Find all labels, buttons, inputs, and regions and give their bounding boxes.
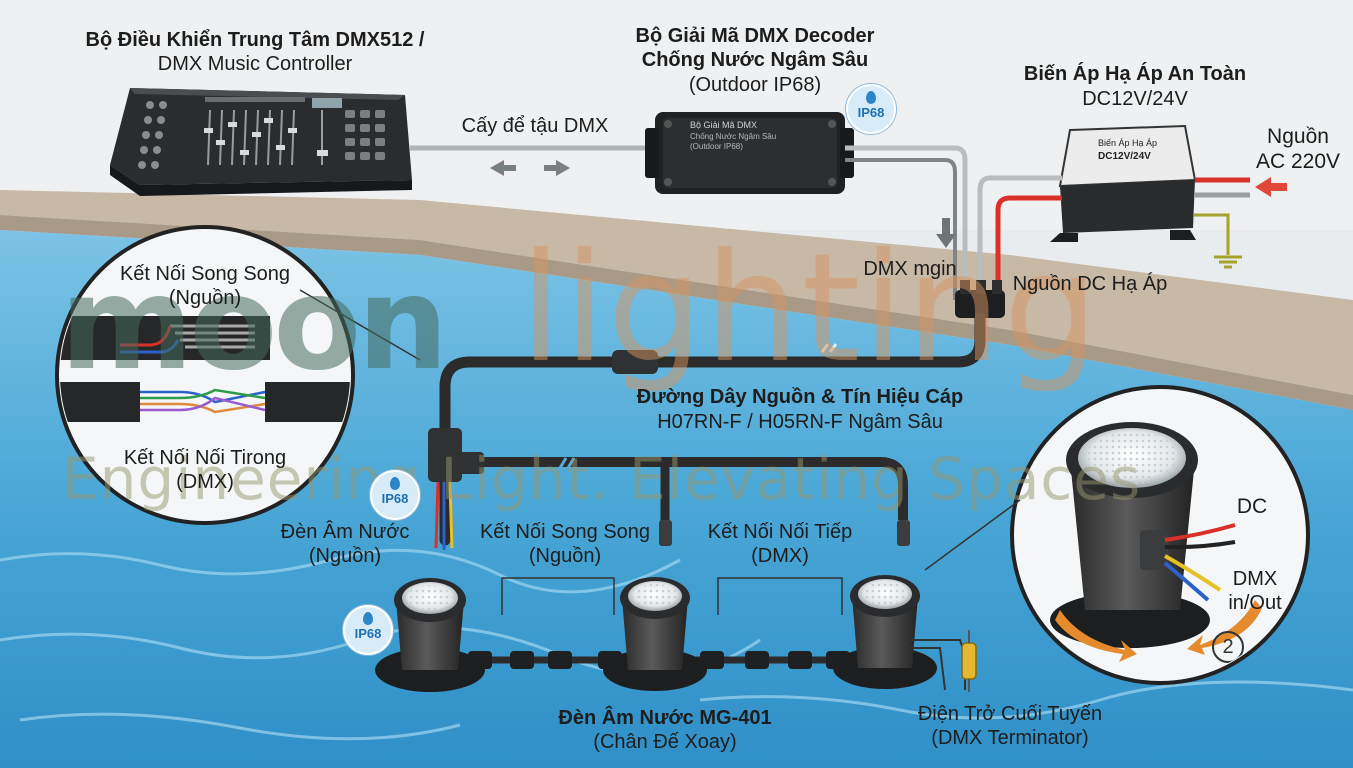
step-number: 2: [1222, 636, 1234, 658]
dmx-signal-wire-2: [845, 158, 957, 300]
dc-power-label: Nguồn DC Hạ Áp: [1012, 273, 1168, 295]
zoom-left-top-line1: Kết Nối Song Song: [119, 263, 291, 285]
lamp-feed-label: Đèn Âm Nước (Nguồn): [265, 520, 425, 568]
parallel-line1: Kết Nối Song Song: [479, 521, 651, 543]
ac-power-line1: Nguồn: [1267, 125, 1329, 148]
down-arrow: [936, 218, 956, 248]
zoom-left-pointer: [299, 289, 421, 361]
ip68-badge-feed: IP68: [370, 470, 420, 520]
dmx-arrows: [490, 160, 570, 176]
branch-cable: [462, 457, 908, 520]
parallel-bracket: [501, 577, 615, 615]
series-bracket: [717, 577, 843, 615]
decoder-title: Bộ Giải Mã DMX Decoder: [635, 25, 875, 47]
zoom-right-dmx: DMX in/Out: [1210, 567, 1300, 615]
dc-grey-wire: [977, 175, 1062, 300]
pool-coping: [0, 215, 1353, 410]
series-line2: (DMX): [751, 545, 809, 567]
ac-power-line2: AC 220V: [1255, 150, 1341, 174]
dmx-signal-label: DMX mgin: [863, 258, 957, 280]
lamp-model-line1: Đèn Âm Nước MG-401: [558, 707, 772, 729]
zoom-right-dmx-line2: in/Out: [1228, 592, 1282, 614]
dmx-signal-wire: [845, 145, 968, 300]
transformer-device-label: Biến Áp Hạ Áp: [1098, 138, 1158, 148]
lamp-model-line2: (Chân Đế Xoay): [593, 731, 737, 753]
decoder-device-sub2: (Outdoor IP68): [690, 142, 743, 151]
decoder-device-sub1: Chống Nước Ngâm Sâu: [690, 132, 777, 141]
dmx-controller: [110, 88, 412, 196]
zoom-right-dc: DC: [1236, 495, 1268, 518]
lamp-3: [833, 575, 937, 689]
ground-wire: [1193, 213, 1242, 269]
main-cable-subtitle: H07RN-F / H05RN-F Ngâm Sâu: [657, 411, 943, 433]
main-cable-title: Đường Dây Nguồn & Tín Hiệu Cáp: [636, 386, 964, 408]
lamp-feed-line1: Đèn Âm Nước: [280, 521, 410, 543]
transformer-title: Biến Áp Hạ Áp An Toàn: [1023, 63, 1247, 85]
terminator-label: Điện Trở Cuối Tuyến (DMX Terminator): [900, 702, 1120, 750]
dmx-cable-label: Cấy để tậu DMX: [461, 115, 609, 137]
parallel-line2: (Nguồn): [528, 545, 602, 567]
dmx-decoder: [645, 112, 854, 194]
ip68-badge-decoder: IP68: [846, 84, 896, 134]
decoder-title-2: Chống Nước Ngâm Sâu: [641, 49, 869, 71]
lamp-model-label: Đèn Âm Nước MG-401 (Chân Đế Xoay): [540, 706, 790, 754]
water-drop-icon: [390, 477, 400, 490]
pool-deck: [0, 190, 1353, 395]
controller-subtitle: DMX Music Controller: [157, 53, 353, 75]
transformer-subtitle: DC12V/24V: [1082, 88, 1188, 110]
zoom-left-bottom-line2: (DMX): [176, 471, 234, 493]
zoom-right-dmx-line1: DMX: [1232, 568, 1278, 590]
zoom-detail-left: [55, 225, 355, 525]
water-drop-icon: [866, 91, 876, 104]
series-line1: Kết Nối Nối Tiếp: [707, 521, 853, 543]
zoom-left-bottom-line1: Kết Nối Nối Tirong: [123, 447, 287, 469]
ip68-badge-lamp: IP68: [343, 605, 393, 655]
parallel-label: Kết Nối Song Song (Nguồn): [470, 520, 660, 568]
terminator-line2: (DMX Terminator): [931, 727, 1089, 749]
transformer: [1050, 124, 1197, 242]
dc-red-wire: [995, 195, 1062, 300]
cable-junction: [955, 280, 1005, 318]
water-drop-icon: [363, 612, 373, 625]
terminator-line1: Điện Trở Cuối Tuyến: [917, 703, 1103, 725]
zoom-left-bottom-label: Kết Nối Nối Tirong (DMX): [100, 446, 310, 494]
lamp-feed-line2: (Nguồn): [308, 545, 382, 567]
zoom-detail-right: [1010, 385, 1310, 685]
transformer-device-model: DC12V/24V: [1098, 151, 1151, 162]
zoom-left-top-label: Kết Nối Song Song (Nguồn): [100, 262, 310, 310]
series-label: Kết Nối Nối Tiếp (DMX): [695, 520, 865, 568]
zoom-right-pointer: [924, 499, 1021, 571]
ac-input-arrow: [1255, 177, 1287, 197]
main-cable: [439, 312, 986, 546]
decoder-device-label: Bộ Giải Mã DMX: [690, 120, 758, 130]
ac-power-label: Nguồn AC 220V: [1248, 124, 1348, 174]
terminator-resistor: [961, 642, 977, 680]
main-cable-coupler: [612, 350, 658, 374]
zoom-left-top-line2: (Nguồn): [168, 287, 242, 309]
lamp-2: [603, 577, 707, 691]
controller-title: Bộ Điều Khiển Trung Tâm DMX512 /: [85, 29, 425, 51]
lamp-1: [375, 578, 485, 692]
tee-connector: [428, 428, 462, 482]
decoder-subtitle: (Outdoor IP68): [688, 74, 822, 96]
